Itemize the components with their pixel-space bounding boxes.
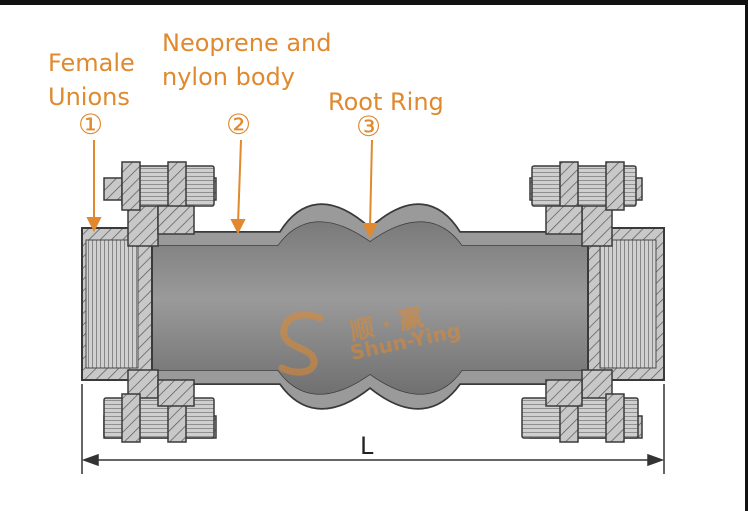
label-body-line2: nylon body xyxy=(162,63,295,91)
marker-3: ③ xyxy=(356,110,382,143)
dimension-l xyxy=(81,384,665,474)
right-nut-top xyxy=(559,161,579,211)
left-nut-bottom xyxy=(121,393,141,443)
left-nut-top xyxy=(121,161,141,211)
right-collar-top xyxy=(545,205,583,235)
label-female-unions-line2: Unions xyxy=(48,83,130,111)
right-union-thread xyxy=(599,239,657,369)
right-border xyxy=(745,0,748,511)
leader-2-arrow xyxy=(230,219,246,235)
bore-interior xyxy=(150,222,590,394)
left-flange-top xyxy=(127,199,159,247)
top-border xyxy=(0,0,748,5)
leader-3 xyxy=(369,139,373,229)
right-nut-top-2 xyxy=(605,161,625,211)
dimension-label: L xyxy=(360,432,374,460)
right-nut-bottom-2 xyxy=(605,393,625,443)
dim-arrow-left xyxy=(81,453,99,467)
left-union-thread xyxy=(85,239,139,369)
left-collar-bottom xyxy=(157,379,195,407)
left-collar-top xyxy=(157,205,195,235)
marker-1: ① xyxy=(78,108,104,141)
marker-2: ② xyxy=(226,108,252,141)
label-body-line1: Neoprene and xyxy=(162,29,332,57)
label-female-unions-line1: Female xyxy=(48,49,135,77)
watermark-s-icon xyxy=(278,311,324,376)
leader-lines xyxy=(86,139,378,239)
dim-arrow-right xyxy=(647,453,665,467)
leader-1-arrow xyxy=(86,217,102,233)
leader-3-arrow xyxy=(362,223,378,239)
left-nut-top-2 xyxy=(167,161,187,211)
right-collar-bottom xyxy=(545,379,583,407)
label-root-ring: Root Ring xyxy=(328,88,444,116)
leader-2 xyxy=(237,139,242,225)
